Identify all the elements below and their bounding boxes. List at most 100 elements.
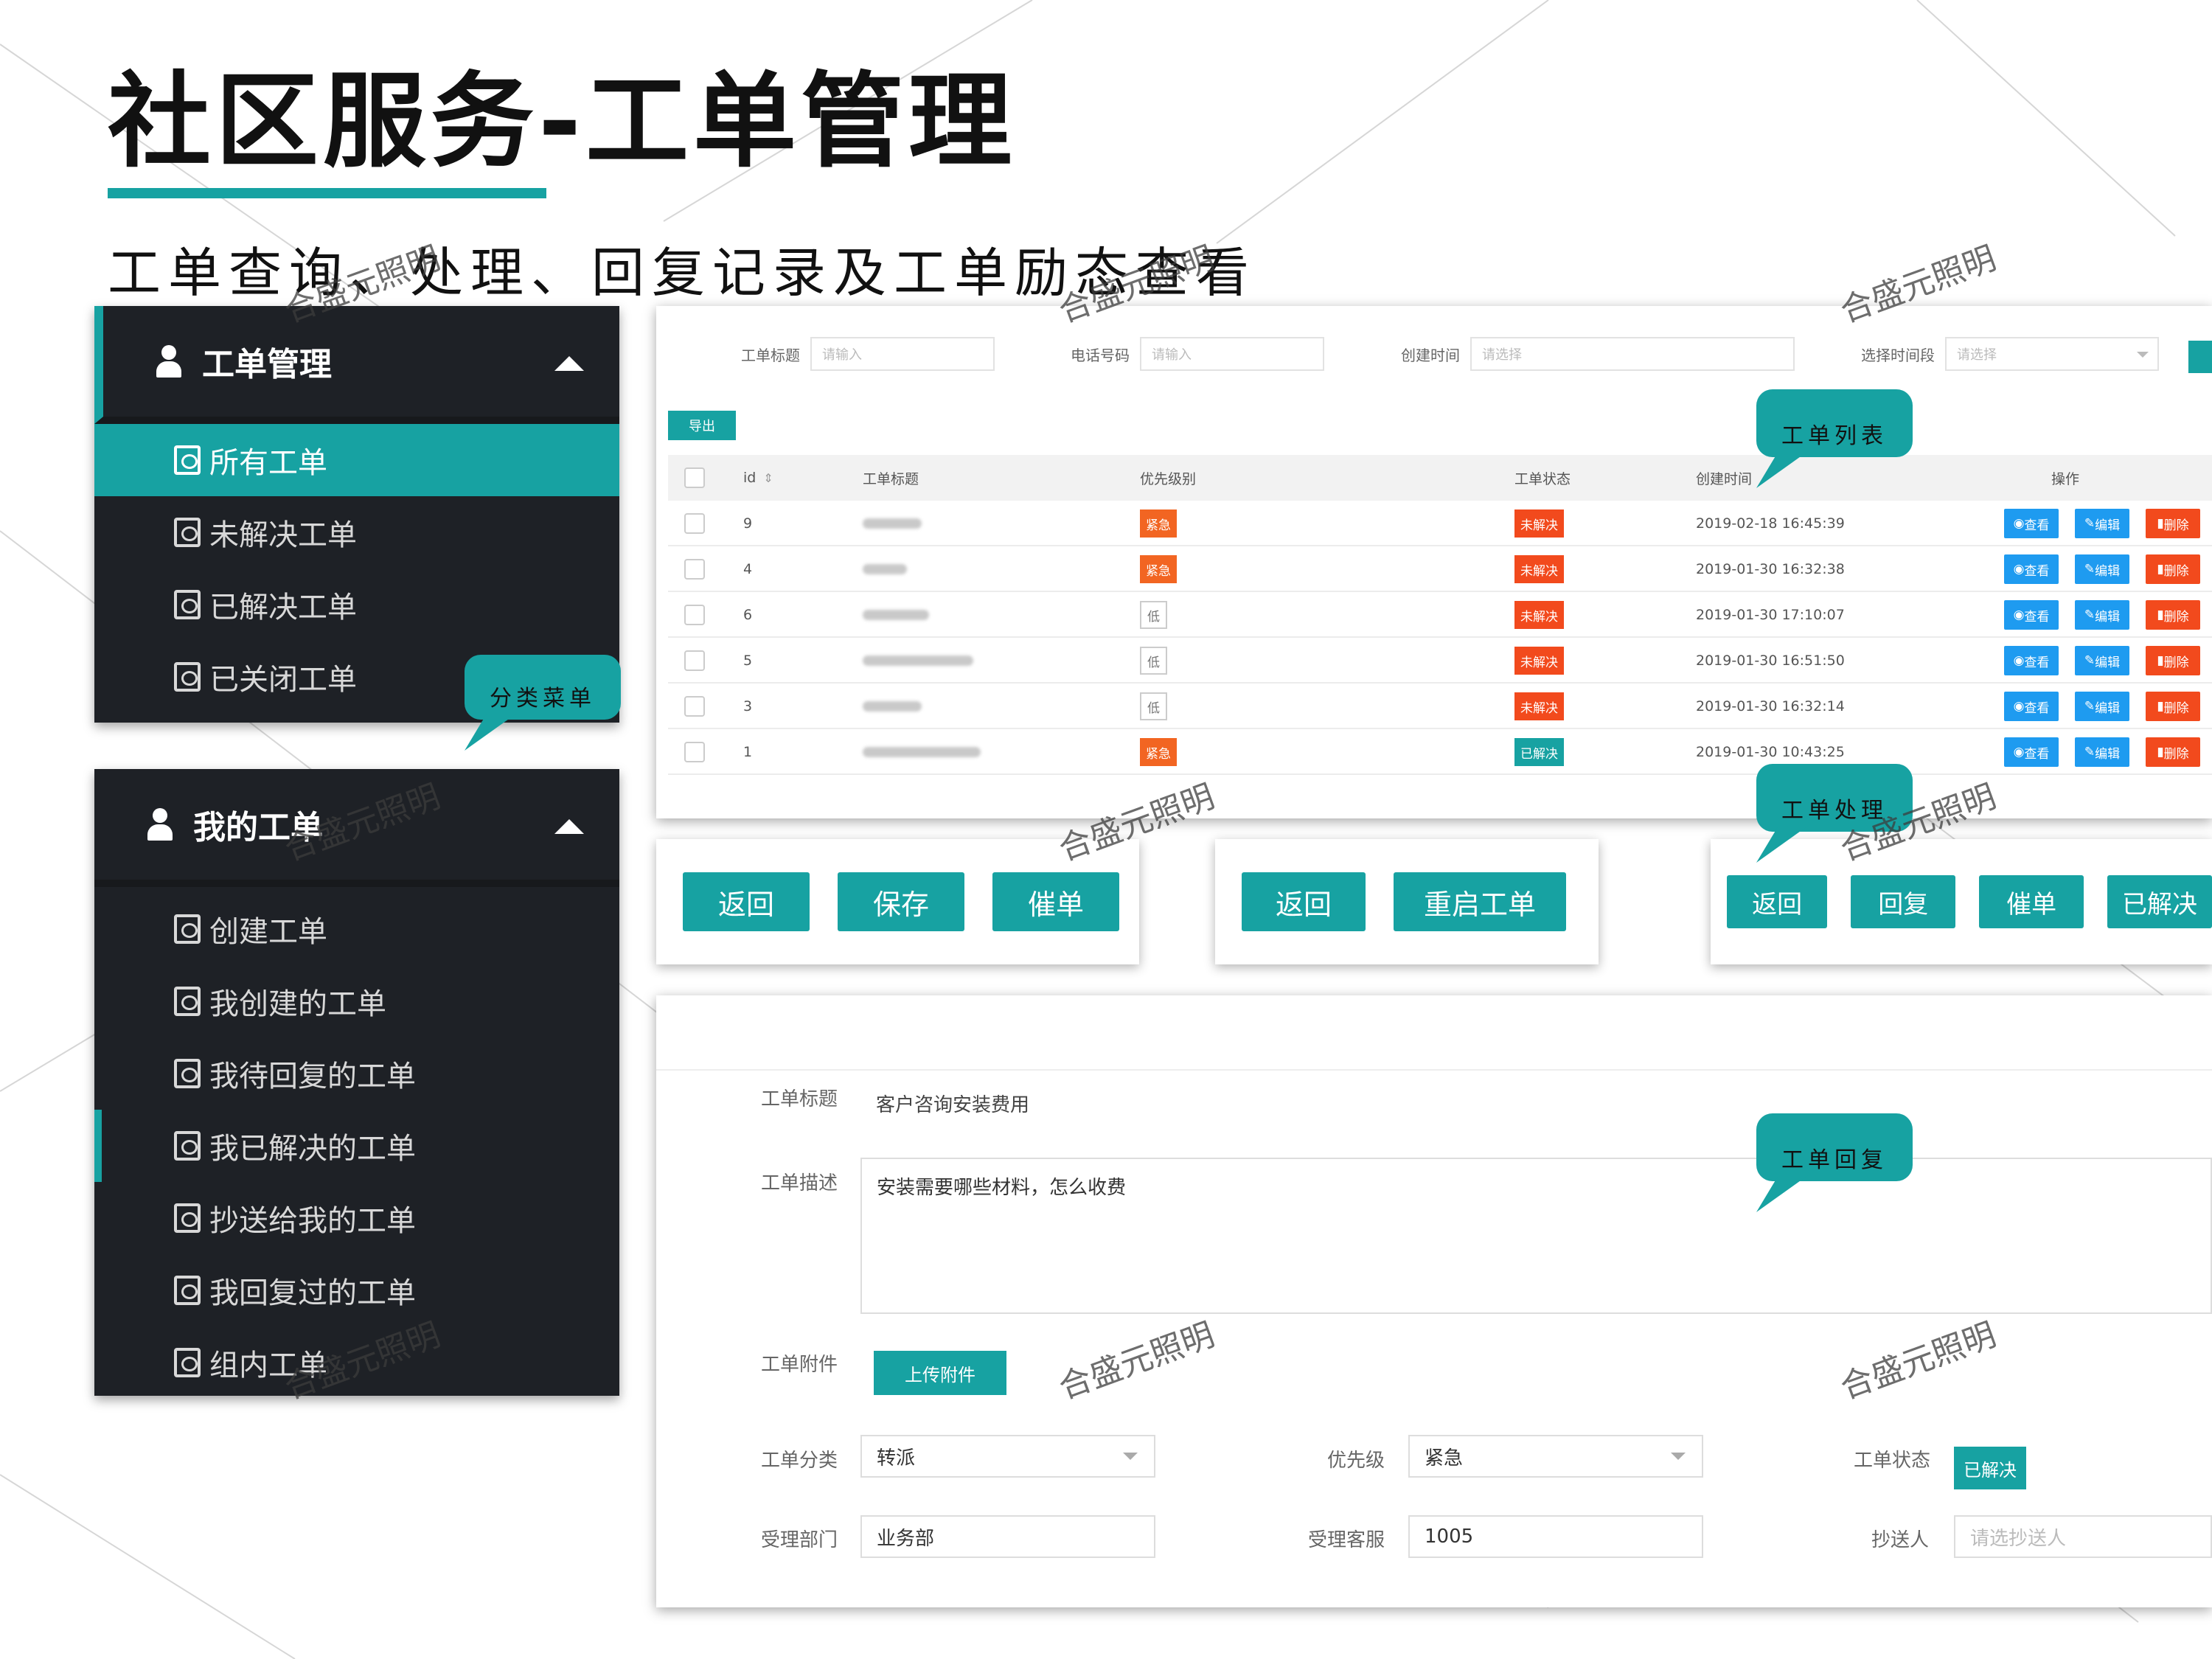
ticket-list-panel: [656, 306, 2212, 818]
caret-up-icon: [554, 819, 584, 834]
delete-button[interactable]: ▮删除: [2146, 737, 2200, 767]
form-dept-input[interactable]: 业务部: [860, 1515, 1155, 1558]
select-all-checkbox[interactable]: [684, 467, 705, 488]
delete-button[interactable]: ▮删除: [2146, 600, 2200, 630]
filter-title-input[interactable]: 请输入: [810, 337, 995, 371]
urge-button[interactable]: 催单: [992, 872, 1119, 931]
edit-button[interactable]: ✎编辑: [2075, 509, 2129, 538]
filter-phone: 电话号码 请输入: [1071, 335, 1324, 372]
menu-item-my-resolved-tickets[interactable]: 我已解决的工单: [94, 1110, 619, 1182]
menu-item-all-tickets[interactable]: 所有工单: [94, 424, 619, 496]
filter-phone-input[interactable]: 请输入: [1140, 337, 1324, 371]
edit-button[interactable]: ✎编辑: [2075, 600, 2129, 630]
menu-item-closed-tickets[interactable]: 已关闭工单: [94, 641, 619, 713]
delete-button[interactable]: ▮删除: [2146, 692, 2200, 721]
back-button[interactable]: 返回: [1727, 875, 1828, 928]
form-dept-label: 受理部门: [761, 1529, 838, 1551]
pencil-icon: ✎: [2084, 745, 2096, 759]
sort-icon[interactable]: ⇕: [763, 470, 773, 485]
filter-created-input[interactable]: 请选择: [1470, 337, 1795, 371]
form-title-label: 工单标题: [761, 1088, 838, 1110]
form-category-value: 转派: [877, 1447, 916, 1470]
menu-item-pending-reply-tickets[interactable]: 我待回复的工单: [94, 1037, 619, 1110]
row-checkbox[interactable]: [684, 742, 705, 762]
view-button[interactable]: ◉查看: [2004, 600, 2059, 630]
callout-category-menu: 分类菜单: [465, 655, 621, 751]
trash-icon: ▮: [2157, 745, 2164, 759]
chevron-down-icon: [2137, 352, 2149, 358]
row-title-blurred: [863, 747, 981, 757]
back-button[interactable]: 返回: [683, 872, 810, 931]
urge-button[interactable]: 催单: [1979, 875, 2084, 928]
delete-button[interactable]: ▮删除: [2146, 554, 2200, 584]
chevron-down-icon: [1671, 1453, 1686, 1460]
menu-item-create-ticket[interactable]: 创建工单: [94, 893, 619, 965]
view-button[interactable]: ◉查看: [2004, 737, 2059, 767]
export-button[interactable]: 导出: [668, 411, 736, 440]
menu-item-my-created-tickets[interactable]: 我创建的工单: [94, 965, 619, 1037]
row-checkbox[interactable]: [684, 559, 705, 580]
menu-item-group-tickets[interactable]: 组内工单: [94, 1326, 619, 1399]
form-desc-label: 工单描述: [761, 1172, 838, 1194]
eye-icon: ◉: [2013, 562, 2025, 577]
callout-tail: [1756, 1175, 1808, 1212]
form-divider: [656, 1069, 2212, 1071]
pencil-icon: ✎: [2084, 699, 2096, 714]
callout-ticket-reply: 工单回复: [1756, 1113, 1913, 1212]
form-desc-textarea[interactable]: 安装需要哪些材料，怎么收费: [860, 1158, 2212, 1314]
form-cc-select[interactable]: 请选抄送人: [1954, 1515, 2212, 1558]
edit-button[interactable]: ✎编辑: [2075, 646, 2129, 675]
edit-button[interactable]: ✎编辑: [2075, 692, 2129, 721]
col-header-id[interactable]: id⇕: [743, 470, 773, 486]
delete-button[interactable]: ▮删除: [2146, 646, 2200, 675]
view-button[interactable]: ◉查看: [2004, 554, 2059, 584]
row-created-time: 2019-01-30 16:51:50: [1696, 653, 1845, 669]
view-button[interactable]: ◉查看: [2004, 509, 2059, 538]
filter-created-label: 创建时间: [1401, 346, 1460, 364]
form-priority-select[interactable]: 紧急: [1408, 1435, 1703, 1478]
resolved-button[interactable]: 已解决: [2107, 875, 2212, 928]
menu-header-my-tickets[interactable]: 我的工单: [94, 769, 619, 887]
form-agent-input[interactable]: 1005: [1408, 1515, 1703, 1558]
eye-icon: ◉: [2013, 653, 2025, 668]
menu-header-ticket-management[interactable]: 工单管理: [94, 306, 619, 424]
row-checkbox[interactable]: [684, 513, 705, 534]
eye-icon: ◉: [2013, 699, 2025, 714]
menu-item-label: 组内工单: [209, 1349, 327, 1382]
row-created-time: 2019-01-30 10:43:25: [1696, 744, 1845, 760]
save-button[interactable]: 保存: [838, 872, 964, 931]
filter-period-select[interactable]: 请选择: [1945, 337, 2159, 371]
filter-phone-label: 电话号码: [1071, 346, 1130, 364]
status-badge: 未解决: [1514, 692, 1564, 720]
upload-attachment-button[interactable]: 上传附件: [874, 1351, 1006, 1395]
menu-item-resolved-tickets[interactable]: 已解决工单: [94, 568, 619, 641]
view-button[interactable]: ◉查看: [2004, 692, 2059, 721]
button-group-closed: 返回 重启工单: [1215, 839, 1599, 964]
search-button[interactable]: [2188, 341, 2212, 373]
edit-button[interactable]: ✎编辑: [2075, 554, 2129, 584]
row-checkbox[interactable]: [684, 696, 705, 717]
edit-button[interactable]: ✎编辑: [2075, 737, 2129, 767]
form-category-select[interactable]: 转派: [860, 1435, 1155, 1478]
view-button[interactable]: ◉查看: [2004, 646, 2059, 675]
row-id: 4: [743, 561, 753, 577]
reopen-ticket-button[interactable]: 重启工单: [1394, 872, 1566, 931]
reply-button[interactable]: 回复: [1851, 875, 1956, 928]
filter-period-label: 选择时间段: [1861, 346, 1935, 364]
form-priority-value: 紧急: [1425, 1447, 1464, 1470]
menu-item-cc-to-me-tickets[interactable]: 抄送给我的工单: [94, 1182, 619, 1254]
back-button[interactable]: 返回: [1242, 872, 1366, 931]
row-checkbox[interactable]: [684, 605, 705, 625]
menu-item-replied-tickets[interactable]: 我回复过的工单: [94, 1254, 619, 1326]
status-badge: 已解决: [1514, 738, 1564, 766]
delete-button[interactable]: ▮删除: [2146, 509, 2200, 538]
menu-item-unresolved-tickets[interactable]: 未解决工单: [94, 496, 619, 568]
row-checkbox[interactable]: [684, 650, 705, 671]
document-icon: [174, 662, 201, 692]
